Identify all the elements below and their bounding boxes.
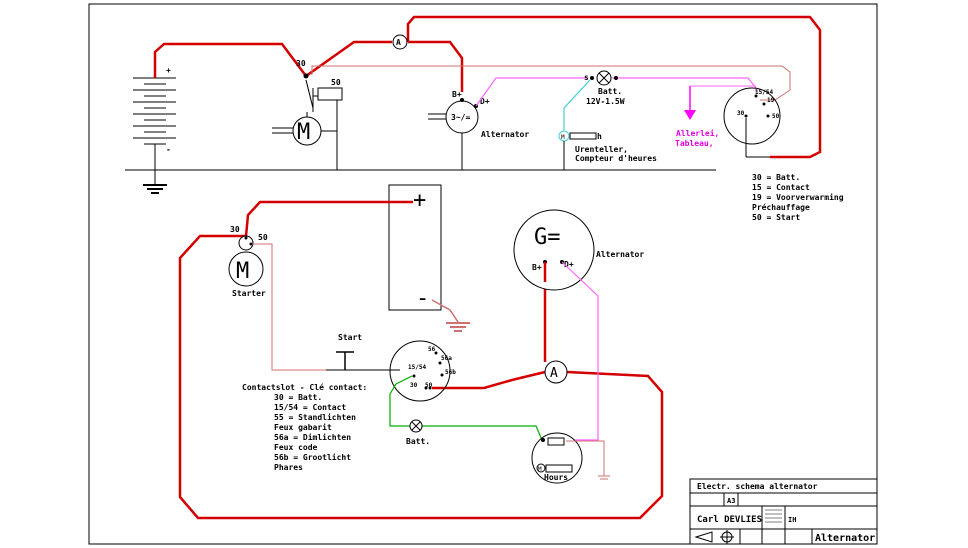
- legend-top-line: 15 = Contact: [752, 183, 810, 192]
- starter-relay: [238, 235, 254, 251]
- generator-dplus: D+: [564, 260, 574, 269]
- starter-label: Starter: [232, 289, 266, 298]
- hour-meter-label-1: Urenteller,: [575, 145, 628, 154]
- legend-bottom-line: 15/54 = Contact: [274, 403, 346, 412]
- legend-bottom-line: 55 = Standlichten: [274, 412, 356, 422]
- generator-symbol: G=: [534, 225, 561, 250]
- legend-bottom-line: Contactslot - Clé contact:: [242, 382, 367, 392]
- titleblock-format: A3: [727, 497, 735, 505]
- meter-wire-top: [563, 79, 591, 130]
- batt-lamp-bottom-label: Batt.: [406, 437, 430, 446]
- top-schematic: + - 30 50 M A 3~/= B+ D+ Alternator: [125, 15, 844, 222]
- generator-label: Alternator: [596, 250, 644, 259]
- battery-bottom-plus: +: [413, 188, 426, 213]
- hour-meter-top-m: M: [561, 134, 565, 141]
- legend-top: 30 = Batt. 15 = Contact 19 = Voorverwarm…: [752, 173, 844, 222]
- charge-wire-bottom: [561, 261, 599, 441]
- titleblock-title: Electr. schema alternator: [697, 482, 818, 491]
- legend-bottom-line: 56a = Dimlichten: [274, 432, 351, 442]
- switch-top-1554: 15/54: [755, 89, 773, 96]
- ignition-switch-top: [723, 87, 781, 145]
- ammeter-top: [392, 34, 408, 50]
- legend-top-line: Préchauffage: [752, 202, 810, 212]
- charge-wire-top: [475, 77, 588, 107]
- starter-50-label: 50: [258, 233, 268, 242]
- arrow-label-2: Tableau,: [675, 139, 714, 148]
- switch-56: 56: [428, 346, 436, 353]
- contact-switch: [389, 340, 451, 402]
- generator: [513, 209, 595, 291]
- drawing-frame: [88, 3, 878, 545]
- legend-bottom-line: Feux gabarit: [274, 422, 332, 432]
- batt-lamp-s: s: [584, 73, 589, 82]
- battery-minus-label: -: [166, 145, 171, 154]
- ground-wire-bottom: [431, 299, 459, 323]
- batt-lamp-rating: 12V-1.5W: [586, 97, 625, 106]
- start-label: Start: [338, 333, 362, 342]
- alternator-top-symbol: 3~/=: [451, 113, 470, 122]
- legend-top-line: 50 = Start: [752, 213, 800, 222]
- legend-bottom-line: 56b = Grootlicht: [274, 452, 351, 462]
- hour-meter-top-h: h: [597, 132, 602, 141]
- titleblock-name: Alternator: [815, 533, 875, 544]
- arrow-down-icon: [684, 110, 696, 120]
- switch-top-19: 19: [767, 97, 775, 104]
- switch-1554: 15/54: [408, 364, 426, 371]
- alternator-top-dplus: D+: [480, 97, 490, 106]
- power-wire-top: [153, 40, 392, 78]
- alternator-top-bplus: B+: [452, 90, 462, 99]
- projection-symbol-icon: [694, 530, 734, 544]
- starter-motor: [228, 251, 264, 287]
- legend-bottom-line: 30 = Batt.: [274, 393, 322, 402]
- relay-50-label: 50: [331, 78, 341, 87]
- starter-30-label: 30: [230, 225, 240, 234]
- legend-bottom-line: Feux code: [274, 443, 318, 452]
- lamp-wire-bottom: [389, 375, 413, 427]
- battery-bottom-minus: -: [416, 286, 429, 311]
- switch-top-50: 50: [772, 113, 780, 120]
- titleblock-author: Carl DEVLIES: [697, 515, 762, 525]
- relay-coil: [317, 87, 343, 101]
- bottom-schematic: + - 30 50 M Starter Start 56 56a 56b 15/…: [178, 184, 664, 520]
- hour-meter-label-2: Compteur d'heures: [575, 154, 657, 163]
- power-wire-switch: [432, 370, 546, 390]
- start-wire-top: [311, 65, 791, 101]
- switch-50: 50: [425, 382, 433, 389]
- switch-56b: 56b: [445, 369, 456, 376]
- start-wire-bottom: [252, 243, 326, 371]
- legend-top-line: 19 = Voorverwarming: [752, 192, 844, 202]
- ammeter-bottom: [544, 360, 568, 384]
- relay-30-label: 30: [296, 59, 306, 68]
- legend-top-line: 30 = Batt.: [752, 173, 800, 182]
- power-wire-top-alt: [408, 40, 464, 92]
- power-wire-top-switch: [406, 15, 822, 159]
- legend-bottom-line: Phares: [274, 463, 303, 472]
- switch-30: 30: [410, 382, 418, 389]
- titleblock-notes: [765, 509, 782, 523]
- hour-meter-m: M: [538, 466, 542, 473]
- switch-56a: 56a: [441, 355, 452, 362]
- battery-bottom: [388, 184, 442, 311]
- arrow-label-1: Allerlei,: [676, 128, 719, 138]
- legend-bottom: Contactslot - Clé contact: 30 = Batt. 15…: [242, 382, 367, 472]
- title-block: Electr. schema alternator A3 Carl DEVLIE…: [689, 478, 878, 545]
- ammeter-bottom-label: A: [550, 366, 558, 381]
- lamp-wire-hours: [422, 425, 543, 441]
- battery-top: [133, 77, 176, 194]
- alternator-top-label: Alternator: [481, 130, 529, 139]
- hour-meter-label: Hours: [544, 473, 568, 482]
- switch-top-30: 30: [737, 110, 745, 117]
- power-wire-bottom: [178, 200, 664, 520]
- titleblock-code: IH: [788, 516, 796, 524]
- starter-m-label: M: [236, 259, 249, 284]
- motor-top-label: M: [297, 120, 310, 145]
- battery-plus-label: +: [166, 66, 171, 75]
- generator-bplus: B+: [532, 263, 542, 272]
- hour-ground-wire: [566, 440, 605, 476]
- batt-lamp-label: Batt.: [598, 87, 622, 96]
- ammeter-top-label: A: [396, 38, 401, 47]
- charge-wire-top-switch: [612, 77, 757, 92]
